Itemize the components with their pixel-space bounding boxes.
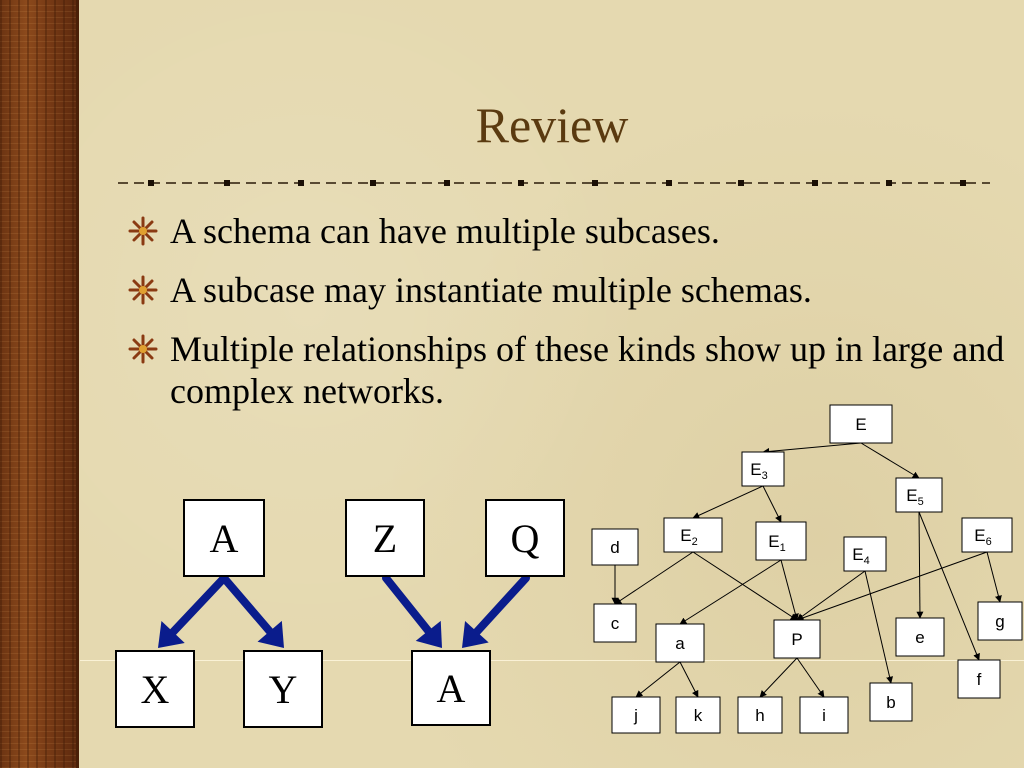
network-node-subscript: 2 (692, 536, 698, 548)
left-diagram-arrows (158, 574, 530, 648)
network-node (611, 696, 661, 734)
network-edge (986, 551, 1002, 603)
network-node-label: i (822, 706, 826, 725)
network-node-label: c (611, 614, 620, 633)
network-node-label: k (694, 706, 703, 725)
network-node (773, 619, 821, 659)
network-node (895, 477, 943, 513)
bullet-item: A subcase may instantiate multiple schem… (128, 269, 1008, 311)
network-node-label: P (791, 630, 802, 649)
thick-arrow-head (415, 620, 442, 648)
schema-box-label: X (141, 667, 170, 712)
schema-box-label: Q (511, 516, 540, 561)
network-node (957, 659, 1001, 699)
schema-box (183, 499, 265, 577)
wood-border (0, 0, 79, 768)
horizontal-rule (80, 660, 1024, 661)
thick-arrow (382, 574, 433, 635)
schema-box-label: A (437, 666, 466, 711)
schema-box (115, 650, 195, 728)
bullet-text: A subcase may instantiate multiple schem… (170, 270, 812, 310)
network-edge (692, 485, 764, 519)
network-edge (635, 661, 681, 698)
network-edge (692, 551, 798, 621)
network-node (961, 517, 1013, 553)
thick-arrow (472, 574, 530, 636)
star-bullet-icon (128, 275, 158, 305)
schema-box (411, 650, 491, 726)
network-node-label: b (886, 693, 895, 712)
thick-arrow-head (462, 620, 489, 648)
bullet-text: A schema can have multiple subcases. (170, 211, 720, 251)
network-edge (864, 570, 893, 684)
network-node-label: j (633, 706, 638, 725)
thick-arrow (220, 574, 274, 636)
network-node-label: a (675, 634, 685, 653)
schema-box (345, 499, 425, 577)
title-divider (118, 180, 990, 186)
star-bullet-icon (128, 216, 158, 246)
network-node (663, 517, 723, 553)
network-node-label: e (915, 628, 924, 647)
network-node (675, 696, 721, 734)
network-edge (916, 511, 924, 619)
network-node-label: f (977, 670, 982, 689)
thick-arrow (169, 574, 228, 636)
bullet-item: A schema can have multiple subcases. (128, 210, 1008, 252)
network-node (593, 603, 637, 643)
bullet-text: Multiple relationships of these kinds sh… (170, 329, 1005, 411)
network-node (843, 536, 887, 572)
network-node-label: d (610, 538, 619, 557)
schema-box-label: A (210, 516, 239, 561)
network-edge (796, 570, 866, 621)
network-edge (679, 661, 699, 698)
schema-box-label: Y (269, 667, 298, 712)
network-edge (762, 442, 862, 455)
network-edge (759, 657, 798, 698)
network-node-subscript: 3 (762, 470, 768, 482)
network-node (829, 404, 893, 444)
left-diagram-nodes: A X Y Z Q A (115, 499, 565, 728)
network-edge (918, 511, 980, 661)
schema-box (243, 650, 323, 728)
network-node-subscript: 6 (986, 536, 992, 548)
network-node-label: g (995, 612, 1004, 631)
network-edge (762, 485, 782, 523)
network-node (755, 521, 807, 561)
bullet-list: A schema can have multiple subcases. A s… (128, 210, 1008, 429)
bullet-item: Multiple relationships of these kinds sh… (128, 328, 1008, 412)
network-edge (780, 559, 799, 621)
network-node (737, 696, 783, 734)
network-node (895, 617, 945, 657)
network-edge (860, 442, 920, 479)
network-edge (796, 551, 988, 622)
star-bullet-icon (128, 334, 158, 364)
slide-title: Review (475, 97, 629, 153)
network-node-label: E (855, 415, 866, 434)
network-node (869, 682, 913, 722)
network-node-subscript: 1 (780, 542, 786, 554)
thick-arrow-head (257, 620, 284, 648)
network-edge (796, 657, 825, 698)
network-node (977, 601, 1023, 641)
network-node (799, 696, 849, 734)
schema-box (485, 499, 565, 577)
network-node-subscript: 5 (918, 496, 924, 508)
network-node-label: h (755, 706, 764, 725)
network-node (591, 528, 639, 566)
network-node (655, 623, 705, 663)
network-node (741, 451, 785, 487)
thick-arrow-head (158, 621, 185, 648)
network-edge (614, 551, 694, 605)
schema-box-label: Z (373, 516, 397, 561)
network-edge (679, 559, 782, 625)
network-edges (611, 442, 1002, 698)
network-node-subscript: 4 (864, 555, 870, 567)
